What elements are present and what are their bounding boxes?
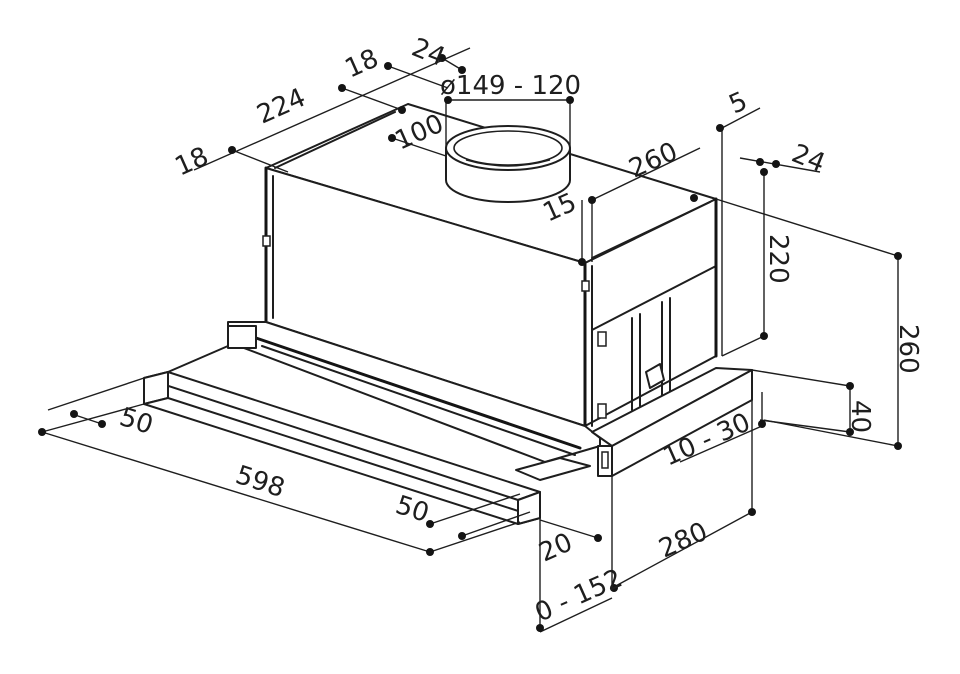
rim-left [274, 111, 396, 169]
dim-18-left: 18 [171, 142, 213, 183]
rim-right [591, 201, 711, 259]
tray-inner-edge [254, 336, 582, 450]
hood-body [262, 103, 718, 428]
dim-260-right: 260 [893, 324, 923, 374]
side-screw-top [597, 331, 607, 347]
dim-260-top: 260 [625, 137, 683, 185]
dim-diameter: ø149 - 120 [440, 71, 581, 101]
dim-24-right: 24 [787, 139, 829, 179]
visor-link [167, 345, 229, 373]
dim-220: 220 [763, 234, 793, 284]
dim-5: 5 [725, 86, 752, 120]
collar-inner-ring [453, 130, 563, 166]
extraction-tray [143, 321, 753, 525]
duct-collar [445, 125, 571, 203]
dim-0-152: 0 - 152 [531, 564, 627, 629]
dim-224: 224 [253, 83, 311, 131]
collar-top-ring [445, 125, 571, 171]
side-panel-line [591, 265, 717, 331]
dim-40: 40 [845, 400, 875, 433]
lower-block-notch [601, 451, 609, 469]
dim-24-top: 24 [407, 33, 449, 73]
left-clip [262, 235, 271, 247]
side-screw-bottom [597, 403, 607, 419]
tray-left-arm [227, 325, 257, 349]
dim-280: 280 [655, 517, 713, 565]
collar-inner-detail [465, 159, 551, 167]
right-clip [581, 280, 590, 292]
dim-20: 20 [535, 528, 577, 569]
dim-18-top: 18 [341, 44, 383, 85]
side-latch [645, 363, 665, 389]
dim-598: 598 [232, 460, 288, 504]
dim-50-left: 50 [116, 402, 157, 441]
dimension-lines [38, 47, 902, 633]
slider-handle [515, 457, 591, 481]
tray-inner-edge-2 [261, 345, 576, 456]
